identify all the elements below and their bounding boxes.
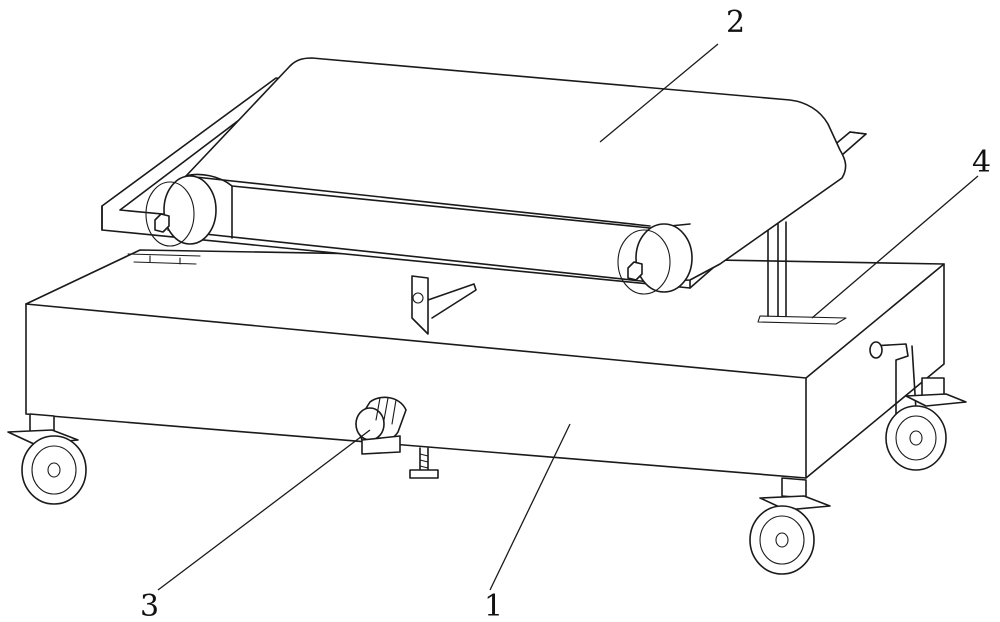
callout-3: 3	[140, 589, 159, 622]
callout-2: 2	[726, 5, 745, 40]
screw-jack	[410, 448, 438, 478]
callout-4: 4	[972, 145, 991, 180]
callout-1: 1	[484, 589, 503, 622]
caster-front-left	[8, 414, 86, 504]
conveyor-belt	[168, 58, 846, 282]
caster-front-right	[750, 478, 830, 574]
base-box	[26, 250, 944, 478]
leader-3	[158, 430, 370, 590]
